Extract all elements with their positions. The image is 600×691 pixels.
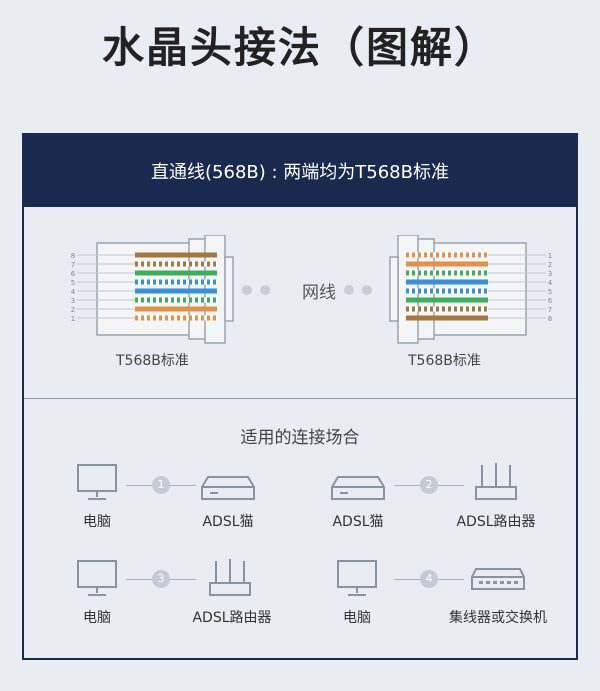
router-icon	[209, 559, 251, 596]
switch-icon	[471, 568, 525, 590]
device-label: ADSL猫	[202, 514, 254, 530]
cable-label: 网线	[302, 283, 336, 303]
pin-number: 2	[548, 261, 552, 269]
pin-number: 5	[548, 288, 552, 296]
connection-number: 2	[420, 476, 438, 494]
connection-number: 1	[152, 476, 170, 494]
device-label: 电脑	[83, 514, 111, 530]
card-header: 直通线(568B) : 两端均为T568B标准	[24, 135, 576, 207]
pc-icon	[77, 560, 117, 596]
pin-number: 6	[71, 270, 76, 278]
pin-number: 8	[548, 315, 552, 323]
connection-number: 3	[152, 570, 170, 588]
pin-number: 1	[71, 315, 75, 323]
pc-icon	[337, 560, 377, 596]
pin-number: 3	[71, 297, 75, 305]
pin-number: 7	[71, 261, 75, 269]
device-label: ADSL路由器	[456, 514, 536, 530]
pin-number: 2	[71, 306, 75, 314]
pin-number: 8	[71, 252, 75, 260]
device-label: ADSL猫	[332, 514, 384, 530]
pin-number: 6	[548, 297, 553, 305]
section-divider	[24, 398, 576, 399]
device-label: 电脑	[343, 610, 371, 626]
device-label: 电脑	[83, 610, 111, 626]
right-plug-label: T568B标准	[408, 353, 481, 369]
pin-number: 3	[548, 270, 552, 278]
router-icon	[475, 463, 517, 500]
pin-number: 4	[71, 288, 76, 296]
pin-number: 1	[548, 252, 552, 260]
device-label: 集线器或交换机	[449, 610, 547, 626]
page-title: 水晶头接法（图解）	[101, 23, 498, 72]
usage-title: 适用的连接场合	[240, 428, 360, 448]
device-label: ADSL路由器	[192, 610, 272, 626]
left-plug-label: T568B标准	[116, 353, 189, 369]
modem-icon	[331, 476, 385, 500]
pin-number: 4	[548, 279, 553, 287]
pin-number: 7	[548, 306, 552, 314]
modem-icon	[201, 476, 255, 500]
connection-number: 4	[420, 570, 438, 588]
pin-number: 5	[71, 279, 75, 287]
pc-icon	[77, 464, 117, 500]
